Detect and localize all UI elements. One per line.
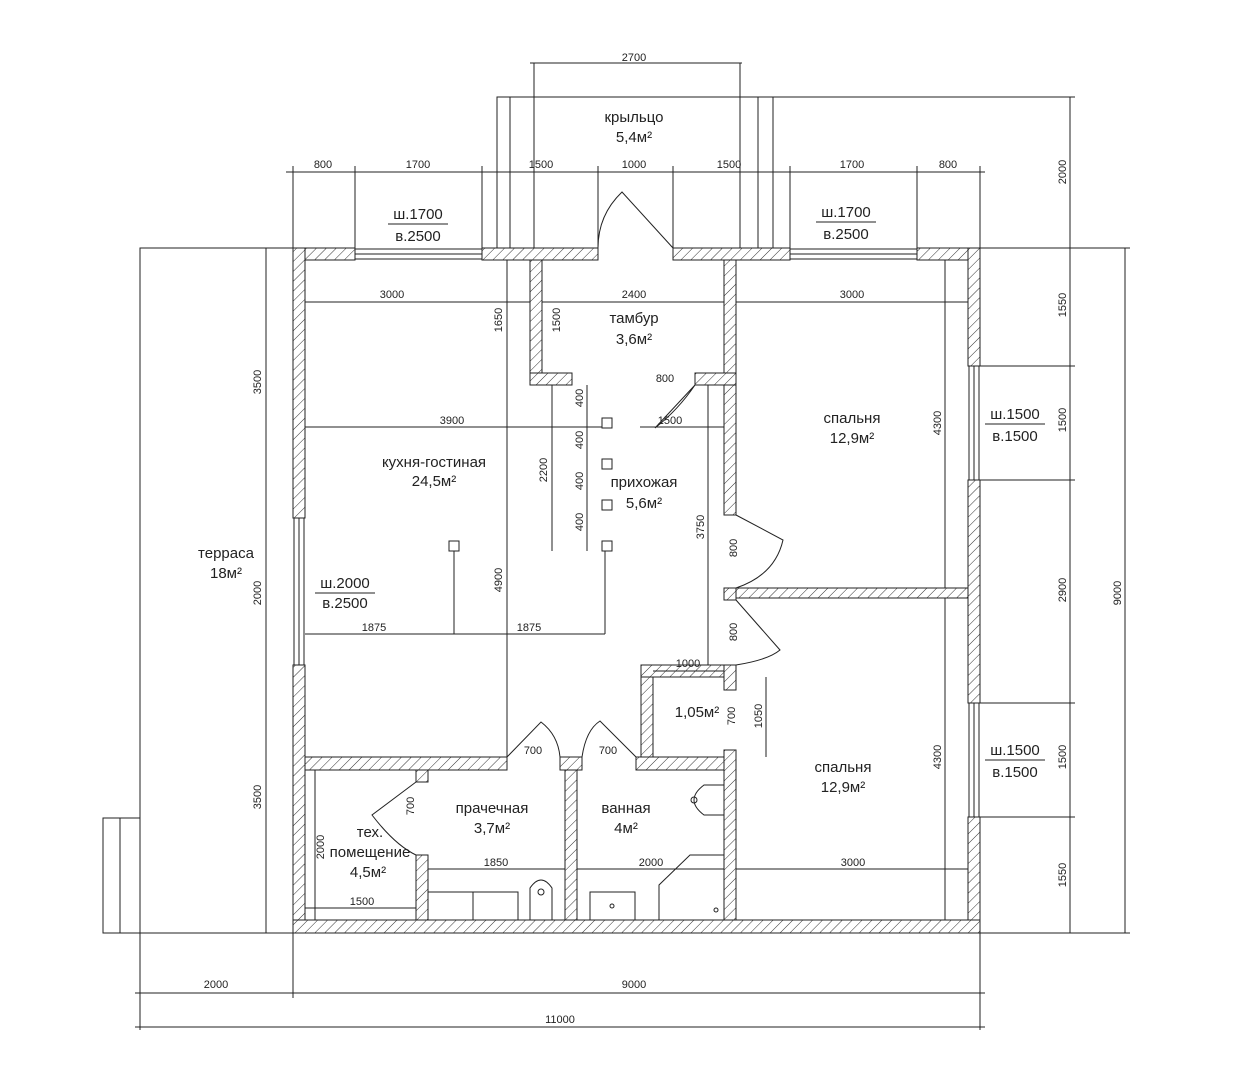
dim: 2200 [538, 458, 550, 482]
dim: 400 [574, 431, 586, 449]
dimension-lines [135, 62, 1130, 1030]
dim: 700 [524, 745, 542, 757]
dim: 400 [574, 513, 586, 531]
dim-inner-top: 2400 [622, 289, 646, 301]
dim-inner-top: 3000 [840, 289, 864, 301]
room-area-hallway: 5,6м² [626, 495, 662, 512]
dim-top: 800 [314, 159, 332, 171]
room-area-porch: 5,4м² [616, 129, 652, 146]
dim: 1000 [676, 658, 700, 670]
dim: 3900 [440, 415, 464, 427]
window-width: ш.1500 [990, 742, 1040, 759]
room-name-laundry: прачечная [456, 800, 529, 817]
dim-top: 1700 [840, 159, 864, 171]
room-area-bedroom1: 12,9м² [830, 430, 875, 447]
dim: 1875 [517, 622, 541, 634]
room-area-closet: 1,05м² [675, 704, 720, 721]
window-height: в.1500 [992, 428, 1038, 445]
dim: 1500 [350, 896, 374, 908]
room-area-bedroom2: 12,9м² [821, 779, 866, 796]
room-name-bedroom2: спальня [815, 759, 872, 776]
dim: 1500 [551, 308, 563, 332]
window-height: в.1500 [992, 764, 1038, 781]
dim-top: 1700 [406, 159, 430, 171]
room-area-laundry: 3,7м² [474, 820, 510, 837]
dim: 800 [656, 373, 674, 385]
dim-top: 1500 [717, 159, 741, 171]
dim-right: 2900 [1057, 578, 1069, 602]
dim: 4300 [932, 411, 944, 435]
room-area-kitchen: 24,5м² [412, 473, 457, 490]
window-width: ш.1700 [393, 206, 443, 223]
room-name-kitchen: кухня-гостиная [382, 454, 486, 471]
dim: 1500 [658, 415, 682, 427]
dim: 4300 [932, 745, 944, 769]
room-name-bedroom1: спальня [824, 410, 881, 427]
dim-right-total: 9000 [1112, 581, 1124, 605]
dim-left: 3500 [252, 370, 264, 394]
dim: 800 [728, 539, 740, 557]
dim: 800 [728, 623, 740, 641]
room-name-hallway: прихожая [611, 474, 678, 491]
room-name-tech: тех. [357, 824, 383, 841]
dim: 3750 [695, 515, 707, 539]
window-height: в.2500 [322, 595, 368, 612]
dim: 400 [574, 472, 586, 490]
room-name-vestibule: тамбур [609, 310, 658, 327]
dim-bottom-total: 11000 [545, 1014, 575, 1026]
dim-right: 1550 [1057, 293, 1069, 317]
dim-top: 1000 [622, 159, 646, 171]
dim: 1875 [362, 622, 386, 634]
dim: 1050 [753, 704, 765, 728]
window-labels: ш.1700 в.2500 ш.1700 в.2500 ш.2000 в.250… [315, 204, 1045, 781]
room-name-terrace: терраса [198, 545, 255, 562]
room-area-terrace: 18м² [210, 565, 242, 582]
dim-bottom: 2000 [204, 979, 228, 991]
dim-inner-top: 3000 [380, 289, 404, 301]
dim: 700 [599, 745, 617, 757]
dim: 1850 [484, 857, 508, 869]
dim-left: 3500 [252, 785, 264, 809]
room-name-tech-2: помещение [330, 844, 411, 861]
dim-right: 1500 [1057, 408, 1069, 432]
window-width: ш.1700 [821, 204, 871, 221]
room-area-bath: 4м² [614, 820, 638, 837]
dim-right: 2000 [1057, 160, 1069, 184]
dimension-labels: 2700 800 1700 1500 1000 1500 1700 800 30… [204, 52, 1124, 1026]
dim: 700 [726, 707, 738, 725]
room-labels: крыльцо 5,4м² тамбур 3,6м² кухня-гостина… [198, 109, 880, 881]
outer-walls [292, 247, 981, 934]
terrace [102, 247, 293, 934]
dim: 4900 [493, 568, 505, 592]
dim: 1650 [493, 308, 505, 332]
room-area-vestibule: 3,6м² [616, 331, 652, 348]
window-width: ш.2000 [320, 575, 370, 592]
room-name-porch: крыльцо [604, 109, 663, 126]
dim-porch-width: 2700 [622, 52, 646, 64]
dim-top: 800 [939, 159, 957, 171]
fixtures [427, 417, 724, 921]
dim: 2000 [315, 835, 327, 859]
doors [371, 191, 784, 856]
dim-top: 1500 [529, 159, 553, 171]
dim-right: 1550 [1057, 863, 1069, 887]
dim: 400 [574, 389, 586, 407]
dim: 2000 [639, 857, 663, 869]
dim-left: 2000 [252, 581, 264, 605]
room-name-bath: ванная [601, 800, 650, 817]
window-height: в.2500 [823, 226, 869, 243]
window-height: в.2500 [395, 228, 441, 245]
window-width: ш.1500 [990, 406, 1040, 423]
dim-bottom: 9000 [622, 979, 646, 991]
windows [293, 248, 980, 818]
dim: 3000 [841, 857, 865, 869]
dim-right: 1500 [1057, 745, 1069, 769]
dim: 700 [405, 797, 417, 815]
room-area-tech: 4,5м² [350, 864, 386, 881]
